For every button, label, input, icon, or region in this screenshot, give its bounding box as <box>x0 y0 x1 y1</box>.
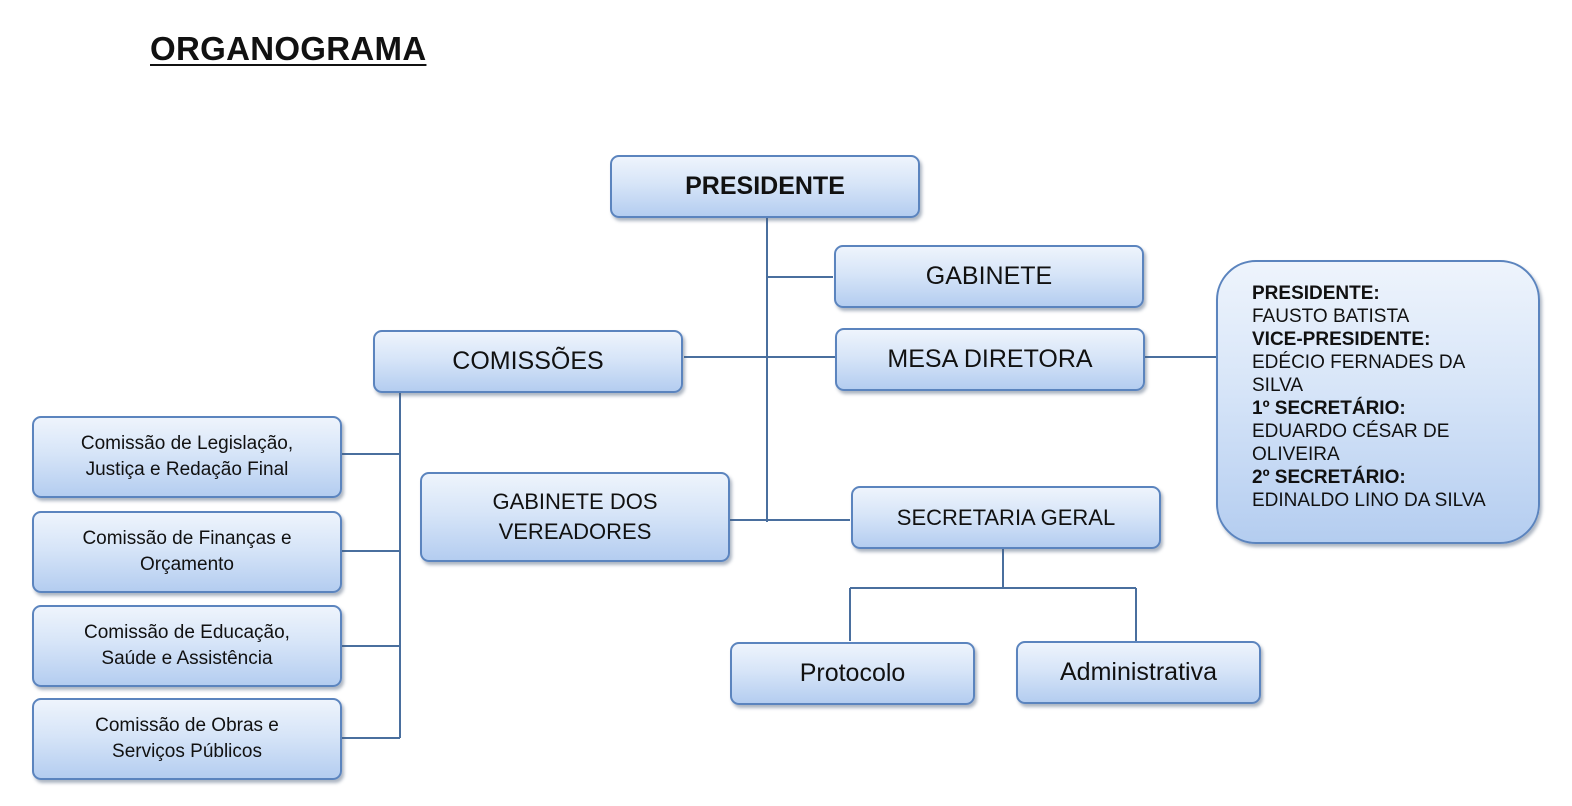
commission-2-line1: Comissão de Finanças e <box>82 528 292 549</box>
node-gabinete[interactable]: GABINETE <box>834 245 1144 308</box>
node-commission-educacao[interactable]: Comissão de Educação, Saúde e Assistênci… <box>32 605 342 687</box>
commission-3-line2: Saúde e Assistência <box>101 648 273 669</box>
commission-1-line2: Justiça e Redação Final <box>85 459 289 480</box>
node-gabinete-vereadores-line1: GABINETE DOS <box>492 489 658 514</box>
node-administrativa[interactable]: Administrativa <box>1016 641 1261 704</box>
node-mesa-diretora[interactable]: MESA DIRETORA <box>835 328 1145 391</box>
node-gabinete-vereadores[interactable]: GABINETE DOS VEREADORES <box>420 472 730 562</box>
node-secretaria-geral[interactable]: SECRETARIA GERAL <box>851 486 1161 549</box>
commission-4-line1: Comissão de Obras e <box>95 715 279 736</box>
node-comissoes[interactable]: COMISSÕES <box>373 330 683 393</box>
node-secretaria-geral-label: SECRETARIA GERAL <box>896 504 1116 530</box>
node-gabinete-label: GABINETE <box>925 262 1053 290</box>
commission-3-line1: Comissão de Educação, <box>84 622 290 643</box>
mesa-role-primeiro-secretario: 1º SECRETÁRIO: <box>1252 398 1406 419</box>
mesa-name-vice-presidente-line2: SILVA <box>1252 375 1304 396</box>
mesa-name-primeiro-secretario-line2: OLIVEIRA <box>1252 444 1340 465</box>
mesa-members-panel: PRESIDENTE: FAUSTO BATISTA VICE-PRESIDEN… <box>1216 260 1540 544</box>
node-gabinete-vereadores-line2: VEREADORES <box>498 519 652 544</box>
mesa-role-presidente: PRESIDENTE: <box>1252 283 1380 304</box>
mesa-role-vice-presidente: VICE-PRESIDENTE: <box>1252 329 1431 350</box>
mesa-name-primeiro-secretario-line1: EDUARDO CÉSAR DE <box>1252 421 1450 442</box>
node-comissoes-label: COMISSÕES <box>452 347 604 375</box>
mesa-name-vice-presidente-line1: EDÉCIO FERNADES DA <box>1252 352 1466 373</box>
mesa-role-segundo-secretario: 2º SECRETÁRIO: <box>1252 467 1406 488</box>
node-presidente-label: PRESIDENTE <box>685 172 845 200</box>
commission-1-line1: Comissão de Legislação, <box>80 433 294 454</box>
node-administrativa-label: Administrativa <box>1060 658 1217 686</box>
page-title: ORGANOGRAMA <box>150 30 427 67</box>
node-mesa-diretora-label: MESA DIRETORA <box>887 345 1093 373</box>
node-presidente[interactable]: PRESIDENTE <box>610 155 920 218</box>
commission-4-line2: Serviços Públicos <box>112 741 262 762</box>
commission-2-line2: Orçamento <box>140 554 234 575</box>
node-protocolo[interactable]: Protocolo <box>730 642 975 705</box>
node-commission-financas[interactable]: Comissão de Finanças e Orçamento <box>32 511 342 593</box>
node-commission-legislacao[interactable]: Comissão de Legislação, Justiça e Redaçã… <box>32 416 342 498</box>
node-commission-obras[interactable]: Comissão de Obras e Serviços Públicos <box>32 698 342 780</box>
mesa-name-presidente: FAUSTO BATISTA <box>1252 306 1410 327</box>
node-protocolo-label: Protocolo <box>799 659 906 687</box>
mesa-name-segundo-secretario: EDINALDO LINO DA SILVA <box>1252 490 1486 511</box>
